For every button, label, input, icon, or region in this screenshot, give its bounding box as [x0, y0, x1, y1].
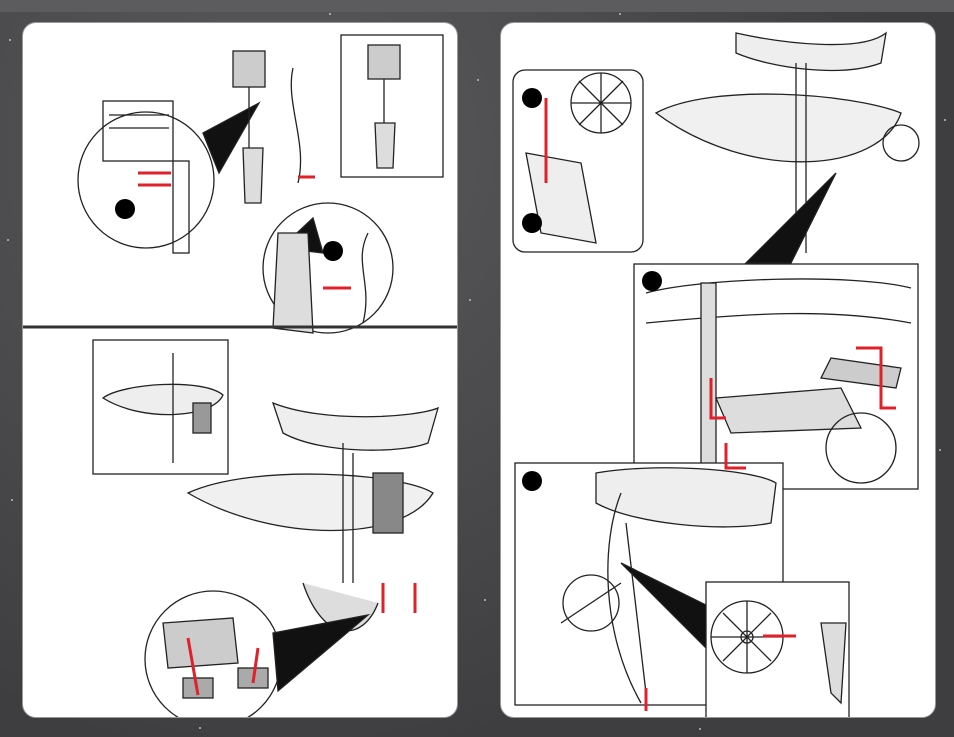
step-badge-4: [522, 213, 542, 233]
step-badge-2: [323, 241, 343, 261]
right-page: [500, 22, 936, 718]
left-page: [22, 22, 458, 718]
detail-zoom-circle-1: [78, 112, 214, 248]
step-badge-6: [522, 471, 542, 491]
left-page-illustrations: [23, 23, 457, 717]
step-badge-1: [115, 199, 135, 219]
step-badge-5: [642, 271, 662, 291]
right-page-illustrations: [501, 23, 935, 717]
step-badge-3: [522, 88, 542, 108]
